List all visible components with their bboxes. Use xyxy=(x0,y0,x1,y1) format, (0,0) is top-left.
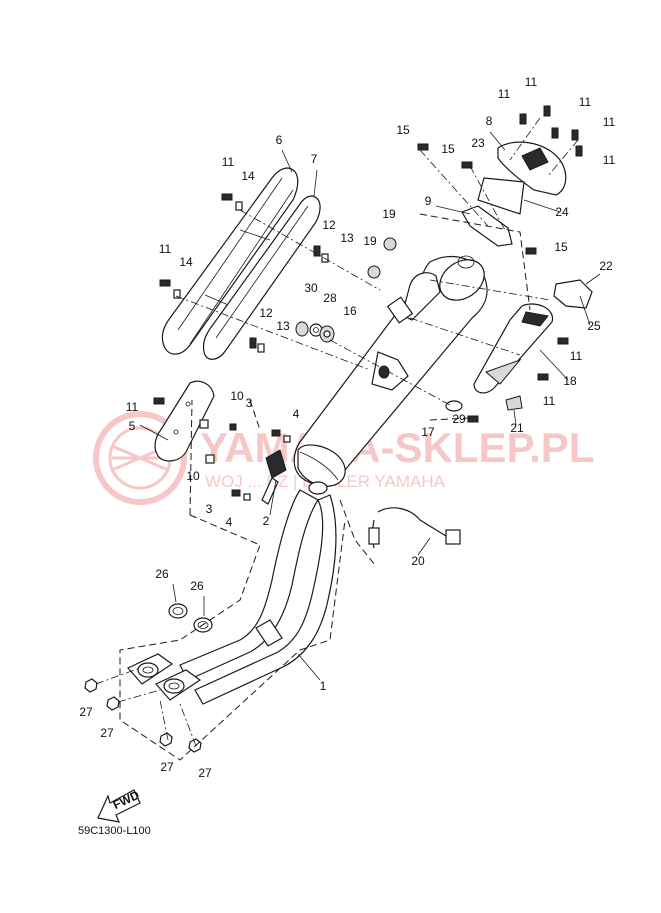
assembly-outlines xyxy=(119,213,531,761)
callout-c9: 9 xyxy=(425,194,432,208)
flange-left xyxy=(127,653,174,685)
callout-c11g: 11 xyxy=(159,242,172,256)
callout-c15c: 15 xyxy=(554,240,568,254)
callout-c14b: 14 xyxy=(179,255,193,269)
callout-c22: 22 xyxy=(599,259,613,273)
callout-c11e: 11 xyxy=(603,153,616,167)
callout-c21: 21 xyxy=(510,421,524,435)
diagram-code: 59C1300-L100 xyxy=(78,825,151,837)
nut-27-d xyxy=(188,738,202,753)
callout-c11b: 11 xyxy=(498,87,511,101)
callout-c11i: 11 xyxy=(570,349,583,363)
o2-sensor xyxy=(368,507,461,549)
callout-c11c: 11 xyxy=(579,95,592,109)
callout-c29: 29 xyxy=(452,412,466,426)
callout-c6: 6 xyxy=(276,133,283,147)
callout-c12b: 12 xyxy=(259,306,273,320)
callout-c3a: 3 xyxy=(246,396,253,410)
callout-c16: 16 xyxy=(343,304,357,318)
cover-22 xyxy=(553,279,593,309)
flange-right xyxy=(155,669,202,701)
bolts xyxy=(153,105,583,501)
nut-27-b xyxy=(106,696,120,711)
callout-c2: 2 xyxy=(263,514,270,528)
callout-c27d: 27 xyxy=(198,766,212,780)
callout-c27a: 27 xyxy=(79,705,93,719)
callout-c11f: 11 xyxy=(222,155,235,169)
center-lines xyxy=(95,117,579,747)
end-cover xyxy=(497,141,567,196)
callout-c26b: 26 xyxy=(190,579,204,593)
callout-c28: 28 xyxy=(323,291,337,305)
callout-c4a: 4 xyxy=(293,407,300,421)
callout-c4b: 4 xyxy=(226,515,233,529)
callout-c11h: 11 xyxy=(126,400,139,414)
callout-c13a: 13 xyxy=(340,231,354,245)
callout-c19b: 19 xyxy=(363,234,377,248)
heat-shield-inner xyxy=(202,195,321,360)
callout-c11j: 11 xyxy=(543,394,556,408)
label-21 xyxy=(505,395,523,411)
callout-c27c: 27 xyxy=(160,760,174,774)
callout-c8: 8 xyxy=(486,114,493,128)
callout-c13b: 13 xyxy=(276,319,290,333)
callout-c15a: 15 xyxy=(396,123,410,137)
callout-c11d: 11 xyxy=(603,115,616,129)
damper-30 xyxy=(295,321,309,337)
callout-c5: 5 xyxy=(129,419,136,433)
callout-c24: 24 xyxy=(555,205,569,219)
callout-c10b: 10 xyxy=(186,469,200,483)
callout-c20: 20 xyxy=(411,554,425,568)
callout-c17: 17 xyxy=(421,425,435,439)
callout-c25: 25 xyxy=(587,319,601,333)
callout-c1: 1 xyxy=(320,679,327,693)
exhaust-pipe xyxy=(179,481,337,705)
callout-c19a: 19 xyxy=(382,207,396,221)
callout-c11a: 11 xyxy=(525,75,538,89)
bracket xyxy=(261,449,287,505)
callout-c30: 30 xyxy=(304,281,318,295)
gasket-left xyxy=(168,603,188,619)
callout-c27b: 27 xyxy=(100,726,114,740)
callout-c3b: 3 xyxy=(206,502,213,516)
leader-lines xyxy=(139,131,601,681)
muffler-bracket xyxy=(371,351,409,391)
nut-27-c xyxy=(159,732,173,747)
callout-c12a: 12 xyxy=(322,218,336,232)
callout-c23: 23 xyxy=(471,136,485,150)
callout-c10a: 10 xyxy=(230,389,244,403)
callout-c15b: 15 xyxy=(441,142,455,156)
callout-c14a: 14 xyxy=(241,169,255,183)
callout-c18: 18 xyxy=(563,374,577,388)
watermark-logo-icon xyxy=(93,411,187,505)
watermark-title: YAMAHA-SKLEP.PL xyxy=(200,424,594,471)
fwd-arrow-icon: FWD xyxy=(97,788,142,823)
callout-c26a: 26 xyxy=(155,567,169,581)
damper-16 xyxy=(319,325,335,343)
callout-c7: 7 xyxy=(311,152,318,166)
end-plate xyxy=(477,177,525,215)
side-protector xyxy=(473,303,553,394)
callout-labels: 1233445678910101111111111111111111112121… xyxy=(79,75,615,780)
heat-shield-outer xyxy=(161,167,299,355)
nut-27-a xyxy=(84,678,98,693)
exhaust-guard xyxy=(154,380,215,462)
